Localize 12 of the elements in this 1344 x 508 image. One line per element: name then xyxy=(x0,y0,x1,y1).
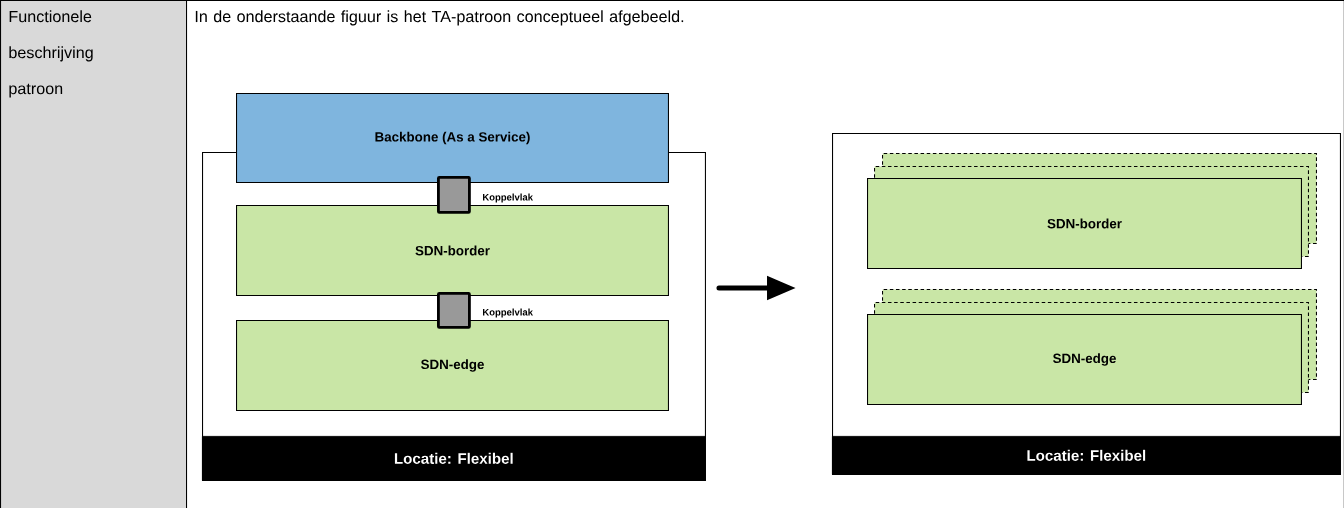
table-cell: Functionele beschrijving patroon xyxy=(0,0,188,508)
location-band: Locatie: Flexibel xyxy=(832,436,1341,475)
layer-box: SDN-edge xyxy=(867,314,1302,406)
location-band: Locatie: Flexibel xyxy=(202,436,706,481)
layer-box: SDN-border xyxy=(236,205,669,297)
interface-label: Koppelvlak xyxy=(483,193,533,203)
interface-square xyxy=(437,176,471,214)
interface-square xyxy=(437,292,471,329)
layer-box: SDN-border xyxy=(867,178,1302,270)
interface-label: Koppelvlak xyxy=(483,308,533,318)
layer-box: SDN-edge xyxy=(236,320,669,412)
layer-box: Backbone (As a Service) xyxy=(236,93,669,184)
